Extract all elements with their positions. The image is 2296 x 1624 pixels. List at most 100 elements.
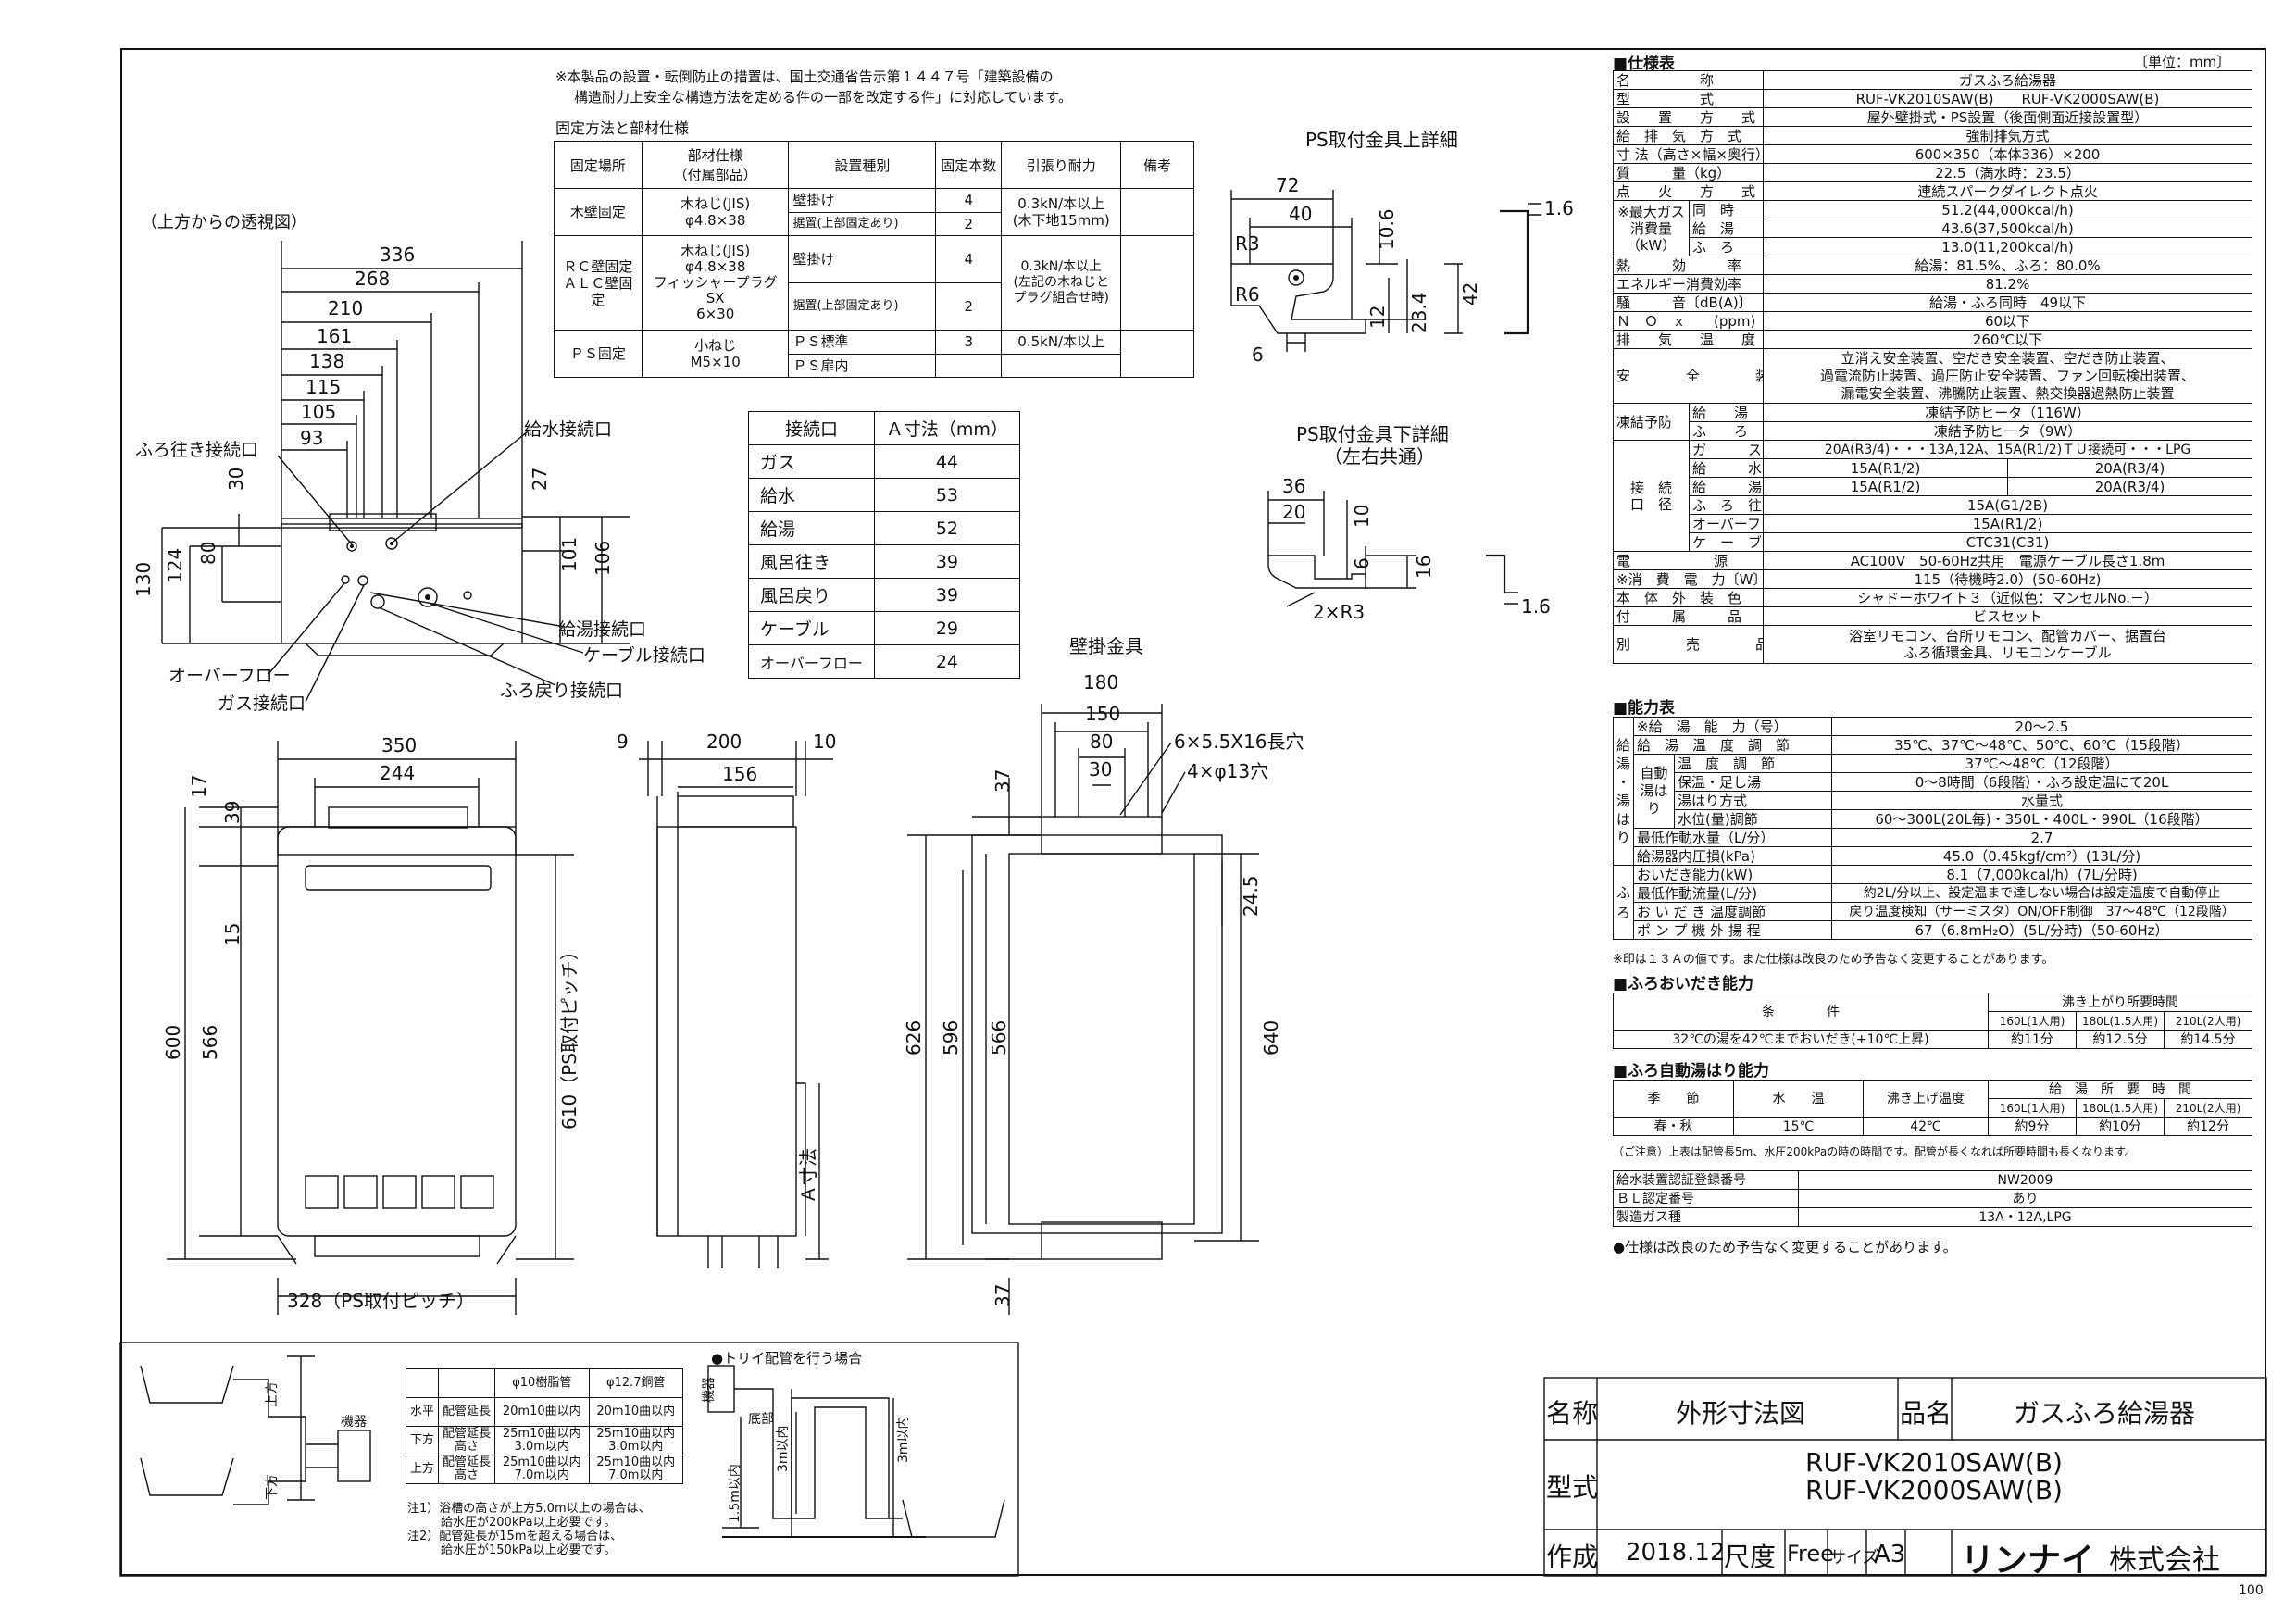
fix-th: 部材仕様 （付属部品）: [641, 141, 790, 189]
pipe-label-device-2: 機器: [702, 1377, 717, 1403]
dim-6: 6: [1252, 344, 1264, 366]
table-row: ＢＬ認定番号あり: [1613, 1189, 2252, 1208]
ps-lower-title: PS取付金具下詳細: [1296, 423, 1449, 445]
spec-val: 給湯・ふろ同時 49以下: [1763, 293, 2253, 312]
title-size-label: サイズ: [1829, 1548, 1879, 1568]
spec-val: RUF-VK2010SAW(B) RUF-VK2000SAW(B): [1763, 89, 2253, 108]
dim-610-ps: 610（PS取付ピッチ）: [558, 942, 580, 1130]
capacity-table: 給 湯 ・ 湯 は り※給 湯 能 力（号）20～2.5 給 湯 温 度 調 節…: [1613, 717, 2253, 940]
spec-val: 浴室リモコン、台所リモコン、配管カバー、据置台 ふろ循環金具、リモコンケーブル: [1763, 625, 2253, 664]
pipe-label-1-5m: 1.5m以内: [728, 1464, 742, 1523]
table-row: ふ ろおいだき能力(kW)8.1（7,000kcal/h）(7L/分時): [1613, 865, 2253, 940]
spec-val: 15A(R1/2): [1763, 477, 2009, 496]
dim-17: 17: [188, 775, 210, 798]
heater-box: [337, 1430, 371, 1482]
cap-val: 20～2.5: [1831, 717, 2253, 736]
cap-val: 35℃、37℃～48℃、50℃、60℃（15段階）: [1831, 735, 2253, 755]
conn-cell: 風呂戻り: [748, 578, 875, 612]
dim-566-bracket: 566: [988, 1020, 1010, 1056]
spec-title: ■仕様表: [1613, 55, 1676, 73]
fix-th: 固定本数: [935, 141, 1003, 189]
spec-key: 排 気 温 度: [1612, 330, 1765, 349]
fix-cell: 壁掛け: [788, 188, 937, 213]
cap-val: 37℃～48℃（12段階）: [1831, 754, 2253, 773]
pipe-cell: 配管延長 高さ: [438, 1455, 496, 1484]
table-row: お い だ き 温度調節戻り温度検知（サーミスタ）ON/OFF制御 37～48℃…: [1614, 902, 2253, 921]
bathtub-tori: [902, 1499, 1005, 1538]
front-panel-bar: [305, 865, 492, 891]
table-row: ＰＳ扉内: [555, 353, 1194, 378]
autofill-th: 210L(2人用): [2163, 1098, 2253, 1118]
oidaki-th: 180L(1.5人用): [2076, 1011, 2165, 1031]
table-row: 据置(上部固定あり) 2: [555, 282, 1194, 331]
reg-key: 製造ガス種: [1613, 1207, 1799, 1227]
dim-10-6: 10.6: [1376, 208, 1398, 250]
autofill-cell: 約12分: [2163, 1117, 2253, 1136]
pipe-note-line: 注1）浴槽の高さが上方5.0m以上の場合は、: [407, 1502, 651, 1516]
autofill-cell: 約10分: [2076, 1117, 2165, 1136]
dim-10: 10: [813, 731, 836, 753]
pipe-notes: 注1）浴槽の高さが上方5.0m以上の場合は、 給水圧が200kPa以上必要です。…: [407, 1502, 651, 1557]
cap-val: 0～8時間（6段階）・ふろ設定温にて20L: [1831, 772, 2253, 792]
table-row: 熱 効 率給湯：81.5%、ふろ：80.0%: [1612, 256, 2253, 275]
cap-val: 60～300L(20L毎)・350L・400L・990L（16段階）: [1831, 809, 2253, 829]
spec-key: 熱 効 率: [1612, 256, 1765, 275]
fix-cell-empty: [1120, 330, 1194, 378]
spec-key: Ｎ Ｏ ｘ (ppm): [1612, 311, 1765, 331]
title-made-label: 作成: [1546, 1542, 1599, 1572]
table-row: ケ ー ブ ルCTC31(C31): [1614, 532, 2253, 552]
spec-val: 屋外壁掛式・PS設置（後面側面近接設置型）: [1763, 107, 2253, 127]
spec-footnote: ●仕様は改良のため予告なく変更することがあります。: [1613, 1239, 1957, 1255]
spec-key: 別 売 品: [1612, 625, 1765, 664]
fix-table-title: 固定方法と部材仕様: [555, 119, 690, 137]
table-row: 条 件沸き上がり所要時間: [1613, 993, 2253, 1031]
company-name: 株式会社: [2109, 1544, 2220, 1577]
company-logo: リンナイ: [1961, 1542, 2095, 1580]
cap-key: 湯はり方式: [1673, 791, 1833, 810]
fix-cell: ＲＣ壁固定 ＡＬＣ壁固定: [554, 235, 643, 331]
dim-23-4: 23.4: [1408, 292, 1430, 333]
dim-626: 626: [903, 1020, 925, 1056]
bath-out-port: [346, 541, 357, 552]
oidaki-cell: 約12.5分: [2076, 1030, 2165, 1049]
oidaki-table: 条 件沸き上がり所要時間 160L(1人用)180L(1.5人用)210L(2人…: [1613, 993, 2253, 1049]
dim-161: 161: [317, 325, 352, 347]
conn-cell: 52: [873, 511, 1020, 545]
dim-r3: R3: [1235, 232, 1260, 255]
dim-93: 93: [300, 427, 323, 449]
spec-key: 型 式: [1612, 89, 1765, 108]
spec-val: 凍結予防ヒータ（9W）: [1763, 421, 2253, 441]
safety-line: 漏電安全装置、沸騰防止装置、熱交換器過熱防止装置: [1841, 384, 2175, 402]
ps-lower-bracket: [1267, 555, 1366, 589]
oidaki-th: 210L(2人用): [2163, 1011, 2253, 1031]
pipe-label-3m-a: 3m以内: [776, 1425, 791, 1472]
spec-val: 600×350（本体336）×200: [1763, 144, 2253, 164]
table-row: 寸 法（高さ×幅×奥行）600×350（本体336）×200: [1612, 144, 2253, 164]
label-water-in: 給水接続口: [524, 419, 612, 440]
cap-key: おいだき能力(kW): [1632, 865, 1833, 884]
title-prod-label: 品名: [1900, 1398, 1953, 1429]
title-prod: ガスふろ給湯器: [2014, 1398, 2196, 1429]
autofill-cell: 15℃: [1733, 1117, 1864, 1136]
install-note-line: 構造耐力上安全な構造方法を定める件の一部を改定する件」に対応しています。: [574, 89, 1073, 106]
spec-val: 43.6(37,500kcal/h): [1763, 219, 2253, 238]
cap-key: 最低作動水量（L/分）: [1632, 828, 1833, 847]
reg-val: あり: [1798, 1189, 2252, 1208]
title-made: 2018.12: [1626, 1539, 1726, 1567]
fix-cell: 木ねじ(JIS) φ4.8×38 フィッシャープラグSX 6×30: [641, 235, 790, 331]
spec-val: 強制排気方式: [1763, 126, 2253, 145]
pipe-cell: 配管延長: [438, 1397, 496, 1427]
spec-key: 接 続 口 径: [1613, 440, 1690, 552]
dim-150: 150: [1085, 703, 1120, 725]
pipe-label-3m-b: 3m以内: [896, 1416, 911, 1463]
